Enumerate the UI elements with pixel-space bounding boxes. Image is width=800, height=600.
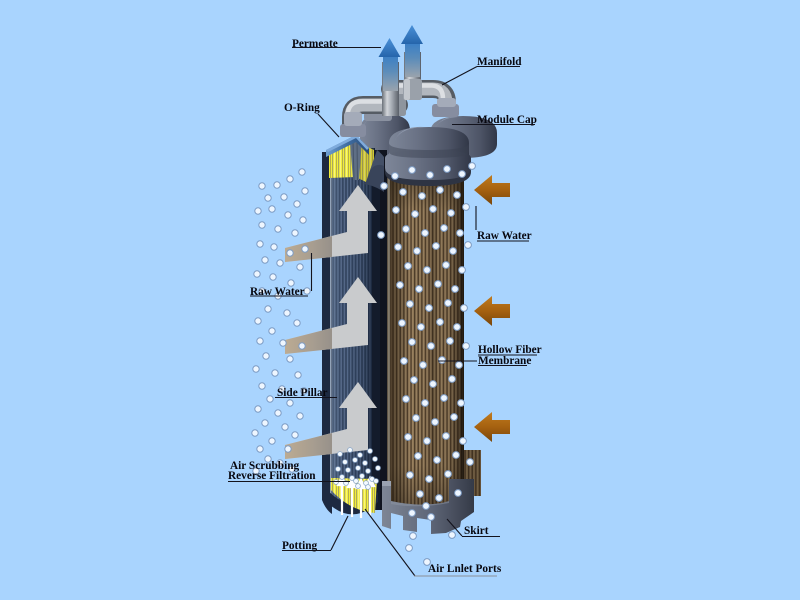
svg-text:Raw Water: Raw Water xyxy=(477,230,532,242)
svg-text:Air Scrubbing: Air Scrubbing xyxy=(230,460,300,472)
svg-text:Module Cap: Module Cap xyxy=(477,114,537,126)
svg-text:Membrane: Membrane xyxy=(478,355,531,367)
svg-text:Manifold: Manifold xyxy=(477,56,522,68)
svg-text:Reverse Filtration: Reverse Filtration xyxy=(228,470,316,482)
svg-text:Raw Water: Raw Water xyxy=(250,286,305,298)
svg-text:Air Lnlet Ports: Air Lnlet Ports xyxy=(428,563,502,575)
svg-text:Hollow Fiber: Hollow Fiber xyxy=(478,344,542,356)
svg-text:Permeate: Permeate xyxy=(292,38,338,50)
svg-text:Skirt: Skirt xyxy=(464,525,489,537)
svg-text:Potting: Potting xyxy=(282,540,317,552)
svg-text:O-Ring: O-Ring xyxy=(284,102,320,114)
svg-text:Side Pillar: Side Pillar xyxy=(277,387,328,399)
